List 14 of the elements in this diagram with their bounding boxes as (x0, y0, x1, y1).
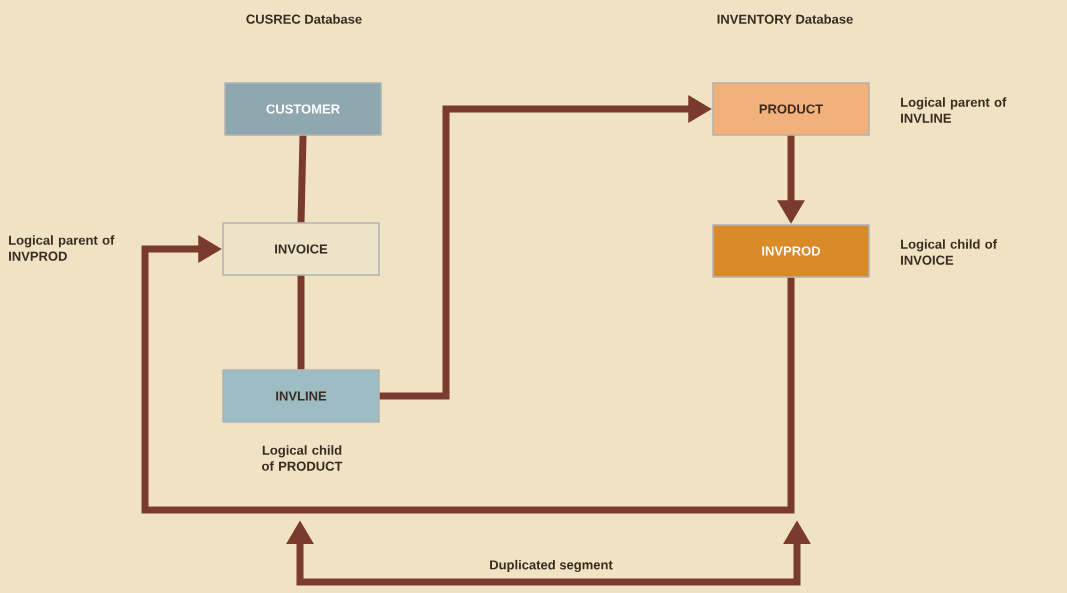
segment-box: INVLINE (222, 369, 380, 423)
database-title: INVENTORY Database (714, 12, 856, 26)
connector (297, 275, 305, 370)
segment-note: Logical parent of INVPROD (9, 235, 115, 261)
segment-box: INVPROD (712, 224, 870, 278)
segment-note: Logical parent of INVLINE (901, 97, 1007, 123)
connector (141, 235, 795, 514)
segment-box: INVOICE (222, 222, 380, 276)
segment-box: PRODUCT (712, 82, 870, 136)
segment-note: Logical child of INVOICE (901, 239, 997, 265)
connector (297, 135, 307, 223)
segment-box: CUSTOMER (224, 82, 382, 136)
segment-note: Logical child of PRODUCT (262, 445, 343, 471)
database-title: CUSREC Database (243, 12, 365, 26)
